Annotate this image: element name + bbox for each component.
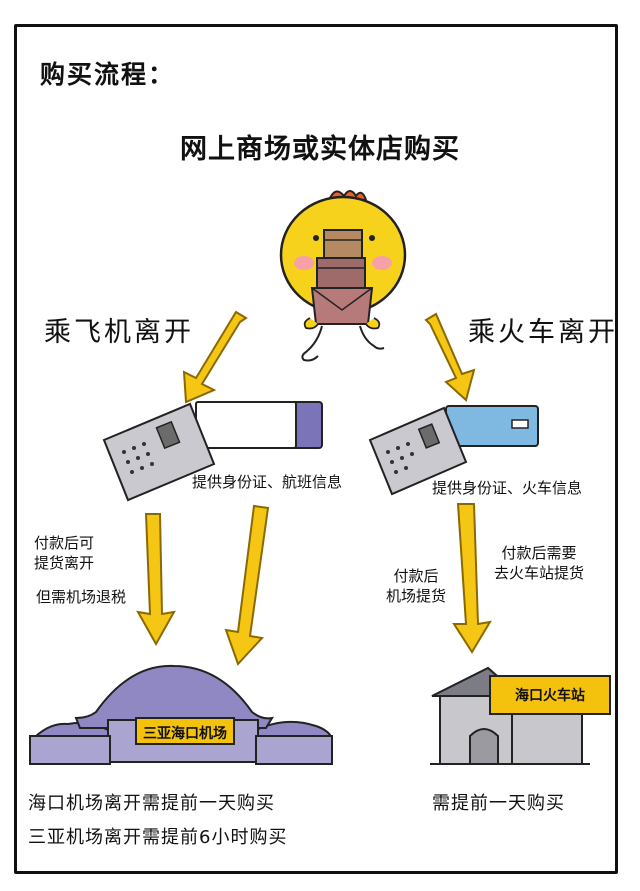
station-sign: 海口火车站	[515, 688, 585, 704]
plane-step-pickup: 付款后可 提货离开	[34, 534, 95, 572]
arrow-train-icon	[452, 503, 492, 654]
plane-provide-info: 提供身份证、航班信息	[192, 473, 343, 491]
arrow-to-train-icon	[424, 312, 476, 402]
mascot-chick-icon	[279, 190, 407, 362]
plane-note-sanya: 三亚机场离开需提前6小时购买	[28, 827, 288, 848]
plane-id-card-icon	[102, 401, 323, 502]
route-train-label: 乘火车离开	[468, 317, 618, 348]
page-title: 购买流程：	[40, 60, 176, 89]
train-provide-info: 提供身份证、火车信息	[432, 479, 583, 497]
train-id-card-icon	[368, 405, 539, 496]
arrow-plane-right-icon	[224, 504, 270, 666]
train-step-airport-pickup: 付款后 机场提货	[386, 567, 447, 605]
arrow-to-plane-icon	[182, 310, 248, 404]
train-step-station-pickup: 付款后需要 去火车站提货	[494, 544, 585, 582]
page-frame	[14, 24, 618, 874]
arrow-plane-left-icon	[136, 513, 176, 647]
plane-note-haikou: 海口机场离开需提前一天购买	[28, 793, 275, 814]
airport-building-icon	[29, 664, 333, 765]
purchase-channel-heading: 网上商场或实体店购买	[180, 134, 460, 165]
train-station-icon	[430, 666, 611, 765]
plane-tax-note: 但需机场退税	[36, 588, 127, 606]
airport-sign: 三亚海口机场	[143, 726, 227, 742]
route-plane-label: 乘飞机离开	[44, 317, 194, 348]
train-note: 需提前一天购买	[432, 793, 565, 814]
